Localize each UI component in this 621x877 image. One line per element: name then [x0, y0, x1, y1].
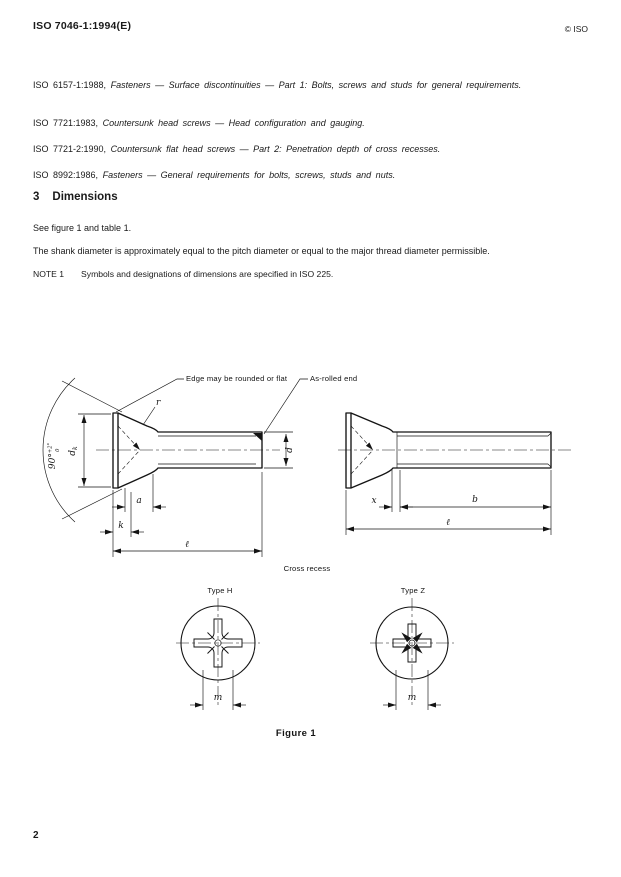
edge-note: Edge may be rounded or flat — [186, 374, 288, 383]
figure-callouts: Edge may be rounded or flat As-rolled en… — [115, 374, 357, 435]
reference-code: ISO 7721:1983, — [33, 118, 99, 128]
phillips-corner-ticks — [207, 632, 229, 654]
screw-side-view-left: dk 90°+2°0 r a k ℓ d — [42, 377, 295, 557]
type-z-recess-view: Type Z m — [370, 586, 454, 710]
recess-center — [408, 639, 416, 647]
recess-cone-hidden — [117, 449, 141, 475]
thread-lines — [396, 432, 552, 468]
reference-code: ISO 7721-2:1990, — [33, 144, 107, 154]
thread-lines — [158, 435, 256, 465]
rolled-end-chamfer — [253, 433, 262, 441]
cross-recess-label: Cross recess — [284, 564, 331, 573]
fillet-radius-label: r — [156, 398, 161, 408]
screw-side-view-right: x b ℓ — [338, 412, 572, 535]
head-circle — [180, 605, 256, 681]
dk-label: dk — [68, 446, 79, 456]
paragraph-shank: The shank diameter is approximately equa… — [33, 246, 490, 256]
angle-dimension: 90°+2°0 — [48, 443, 62, 470]
copyright-notice: © ISO — [564, 24, 588, 34]
pozidriv-wing — [401, 643, 412, 654]
a-label: a — [136, 496, 141, 506]
pozidriv-wing — [401, 632, 412, 643]
m-label: m — [214, 693, 223, 703]
paragraph-see-figure: See figure 1 and table 1. — [33, 223, 132, 233]
a-extension-lines — [124, 474, 154, 512]
reference-title: Countersunk head screws — Head configura… — [102, 118, 365, 128]
note-label: NOTE 1 — [33, 269, 65, 279]
phillips-cross-outline — [193, 618, 243, 668]
recess-center — [214, 639, 222, 647]
reference-item: ISO 7721:1983, Countersunk head screws —… — [33, 117, 587, 130]
page-number: 2 — [33, 830, 39, 841]
type-h-label: Type H — [207, 586, 232, 595]
note-text: Symbols and designations of dimensions a… — [81, 269, 334, 279]
l-label: ℓ — [446, 518, 450, 528]
angle-extension-lines — [61, 380, 123, 520]
reference-item: ISO 8992:1986, Fasteners — General requi… — [33, 169, 587, 182]
note-paragraph: NOTE 1 Symbols and designations of dimens… — [33, 268, 587, 280]
dk-extension-lines — [78, 413, 111, 488]
figure-1-drawing: dk 90°+2°0 r a k ℓ d Edge may be rounded… — [42, 374, 572, 739]
reference-code: ISO 8992:1986, — [33, 170, 99, 180]
as-rolled-note: As-rolled end — [310, 374, 357, 383]
edge-note-leader — [115, 378, 184, 413]
reference-item: ISO 6157-1:1988, Fasteners — Surface dis… — [33, 79, 587, 92]
section-heading: 3 Dimensions — [33, 191, 118, 203]
m-label: m — [408, 693, 417, 703]
type-h-recess-view: Type H m — [176, 586, 260, 710]
pozidriv-wing — [412, 632, 423, 643]
as-rolled-leader — [263, 378, 308, 435]
x-extension-lines — [391, 470, 401, 512]
reference-code: ISO 6157-1:1988, — [33, 80, 107, 90]
section-title: Dimensions — [52, 191, 118, 203]
screw-outline — [112, 412, 263, 489]
section-number: 3 — [33, 191, 40, 203]
fillet-leader — [142, 406, 156, 426]
recess-cone-hidden — [117, 425, 141, 451]
b-label: b — [472, 495, 478, 505]
document-id: ISO 7046-1:1994(E) — [33, 20, 132, 32]
recess-cone-hidden — [350, 449, 374, 475]
l-label: ℓ — [185, 540, 189, 550]
reference-title: Fasteners — General requirements for bol… — [102, 170, 396, 180]
x-label: x — [371, 496, 376, 506]
head-circle — [375, 606, 449, 680]
angle-arc — [42, 377, 76, 523]
reference-title: Countersunk flat head screws — Part 2: P… — [110, 144, 441, 154]
d-label: d — [285, 447, 295, 453]
screw-outline — [345, 412, 552, 489]
recess-cone-hidden — [350, 425, 374, 451]
reference-title: Fasteners — Surface discontinuities — Pa… — [110, 80, 522, 90]
figure-caption: Figure 1 — [276, 728, 316, 739]
pozidriv-wing — [412, 643, 423, 654]
d-extension-lines — [264, 431, 293, 469]
reference-item: ISO 7721-2:1990, Countersunk flat head s… — [33, 143, 587, 156]
type-z-label: Type Z — [401, 586, 426, 595]
k-label: k — [118, 521, 123, 531]
